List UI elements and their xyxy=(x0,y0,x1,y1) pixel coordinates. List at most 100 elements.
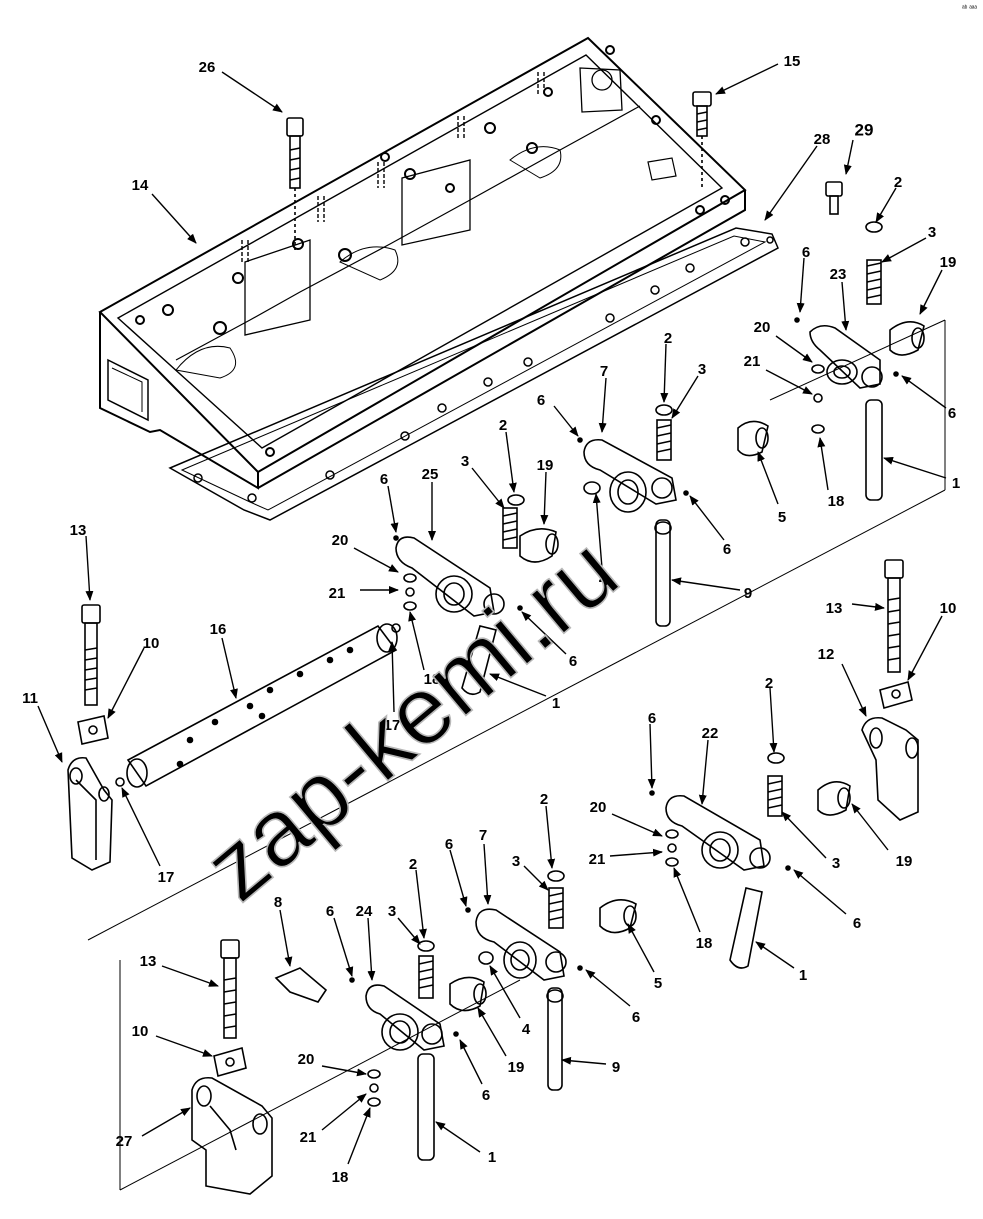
callout-label: 20 xyxy=(332,532,349,549)
leader-arrow xyxy=(347,1107,371,1165)
callout-20: 20 xyxy=(298,1051,367,1077)
callout-7: 7 xyxy=(479,827,492,905)
callout-label: 3 xyxy=(928,224,936,241)
callout-label: 18 xyxy=(332,1169,349,1186)
callout-label: 21 xyxy=(300,1129,317,1146)
leader-arrow xyxy=(561,1056,607,1065)
leader-arrow xyxy=(459,1039,483,1085)
callout-label: 16 xyxy=(210,621,227,638)
callout-1: 1 xyxy=(883,456,960,492)
leader-arrow xyxy=(489,965,521,1019)
leader-arrow xyxy=(321,1093,367,1131)
callout-label: 2 xyxy=(664,330,672,347)
leader-arrow xyxy=(37,705,63,763)
leader-arrow xyxy=(851,803,889,851)
leader-arrow xyxy=(521,611,567,655)
callout-label: 17 xyxy=(384,717,401,734)
callout-3: 3 xyxy=(881,224,936,263)
leader-arrow xyxy=(141,1107,191,1137)
leader-arrow xyxy=(523,865,549,891)
callout-label: 18 xyxy=(424,671,441,688)
callout-18: 18 xyxy=(817,437,844,510)
leader-arrow xyxy=(221,71,283,113)
callout-label: 6 xyxy=(380,471,388,488)
callout-18: 18 xyxy=(332,1107,371,1186)
leader-arrow xyxy=(765,369,813,395)
callout-label: 9 xyxy=(744,585,752,602)
callout-1: 1 xyxy=(755,941,807,984)
callout-14: 14 xyxy=(132,177,197,244)
leader-arrow xyxy=(388,641,397,713)
callout-20: 20 xyxy=(754,319,813,363)
callout-9: 9 xyxy=(671,577,752,602)
callout-label: 18 xyxy=(696,935,713,952)
callout-2: 2 xyxy=(499,417,517,493)
callout-label: 19 xyxy=(940,254,957,271)
callout-6: 6 xyxy=(793,869,861,932)
leader-arrow xyxy=(793,869,847,915)
callout-label: 20 xyxy=(298,1051,315,1068)
callout-label: 20 xyxy=(754,319,771,336)
callout-label: 28 xyxy=(814,131,831,148)
callout-24: 24 xyxy=(356,903,376,981)
leader-arrow xyxy=(592,493,603,569)
lower-left-rocker xyxy=(119,940,521,1191)
callout-label: 23 xyxy=(830,266,847,283)
callout-23: 23 xyxy=(830,266,850,331)
callout-9: 9 xyxy=(561,1056,620,1076)
callout-label: 11 xyxy=(22,690,38,707)
callout-label: 5 xyxy=(654,975,662,992)
callout-label: 3 xyxy=(832,855,840,872)
leader-arrow xyxy=(764,145,818,221)
callout-2: 2 xyxy=(765,675,778,753)
callout-7: 7 xyxy=(598,363,608,433)
upper-left-rocker xyxy=(393,494,559,696)
leader-arrow xyxy=(408,611,425,671)
lower-middle-rocker xyxy=(465,870,637,1091)
leader-arrow xyxy=(769,687,778,753)
callout-label: 5 xyxy=(778,509,786,526)
callout-21: 21 xyxy=(744,353,813,395)
callout-26: 26 xyxy=(199,59,283,113)
callout-label: 3 xyxy=(512,853,520,870)
bracket-27 xyxy=(191,939,273,1195)
callout-label: 21 xyxy=(329,585,346,602)
leader-arrow xyxy=(155,1035,213,1057)
leader-arrow xyxy=(817,437,829,491)
callout-2: 2 xyxy=(409,856,427,939)
callout-3: 3 xyxy=(671,361,706,419)
corner-mark: ᵃᵇ ᵃᵃᵃ xyxy=(962,5,977,12)
callout-28: 28 xyxy=(764,131,831,221)
leader-arrow xyxy=(321,1065,367,1077)
callout-label: 25 xyxy=(422,466,439,483)
callout-label: 3 xyxy=(461,453,469,470)
callout-20: 20 xyxy=(590,799,663,837)
leader-arrow xyxy=(353,547,399,573)
leader-arrow xyxy=(151,193,197,244)
bracket-12 xyxy=(817,559,919,821)
callout-21: 21 xyxy=(300,1093,367,1146)
leader-arrow xyxy=(843,139,854,175)
callout-13: 13 xyxy=(70,522,94,601)
callout-10: 10 xyxy=(107,635,159,719)
callout-label: 6 xyxy=(948,405,956,422)
callout-6: 6 xyxy=(901,375,956,422)
leader-arrow xyxy=(609,848,663,857)
callout-19: 19 xyxy=(919,254,957,315)
callout-label: 2 xyxy=(409,856,417,873)
rocker-housing xyxy=(98,36,747,490)
callout-label: 13 xyxy=(140,953,157,970)
leader-arrow xyxy=(540,471,549,525)
lower-right-rocker xyxy=(649,752,791,969)
callout-label: 20 xyxy=(590,799,607,816)
leader-arrow xyxy=(221,637,238,699)
callout-6: 6 xyxy=(689,495,731,558)
callout-label: 8 xyxy=(274,894,282,911)
callout-6: 6 xyxy=(647,710,656,789)
callout-6: 6 xyxy=(796,244,810,313)
leader-arrow xyxy=(841,663,867,717)
leader-arrow xyxy=(775,335,813,363)
callout-label: 24 xyxy=(356,903,373,920)
